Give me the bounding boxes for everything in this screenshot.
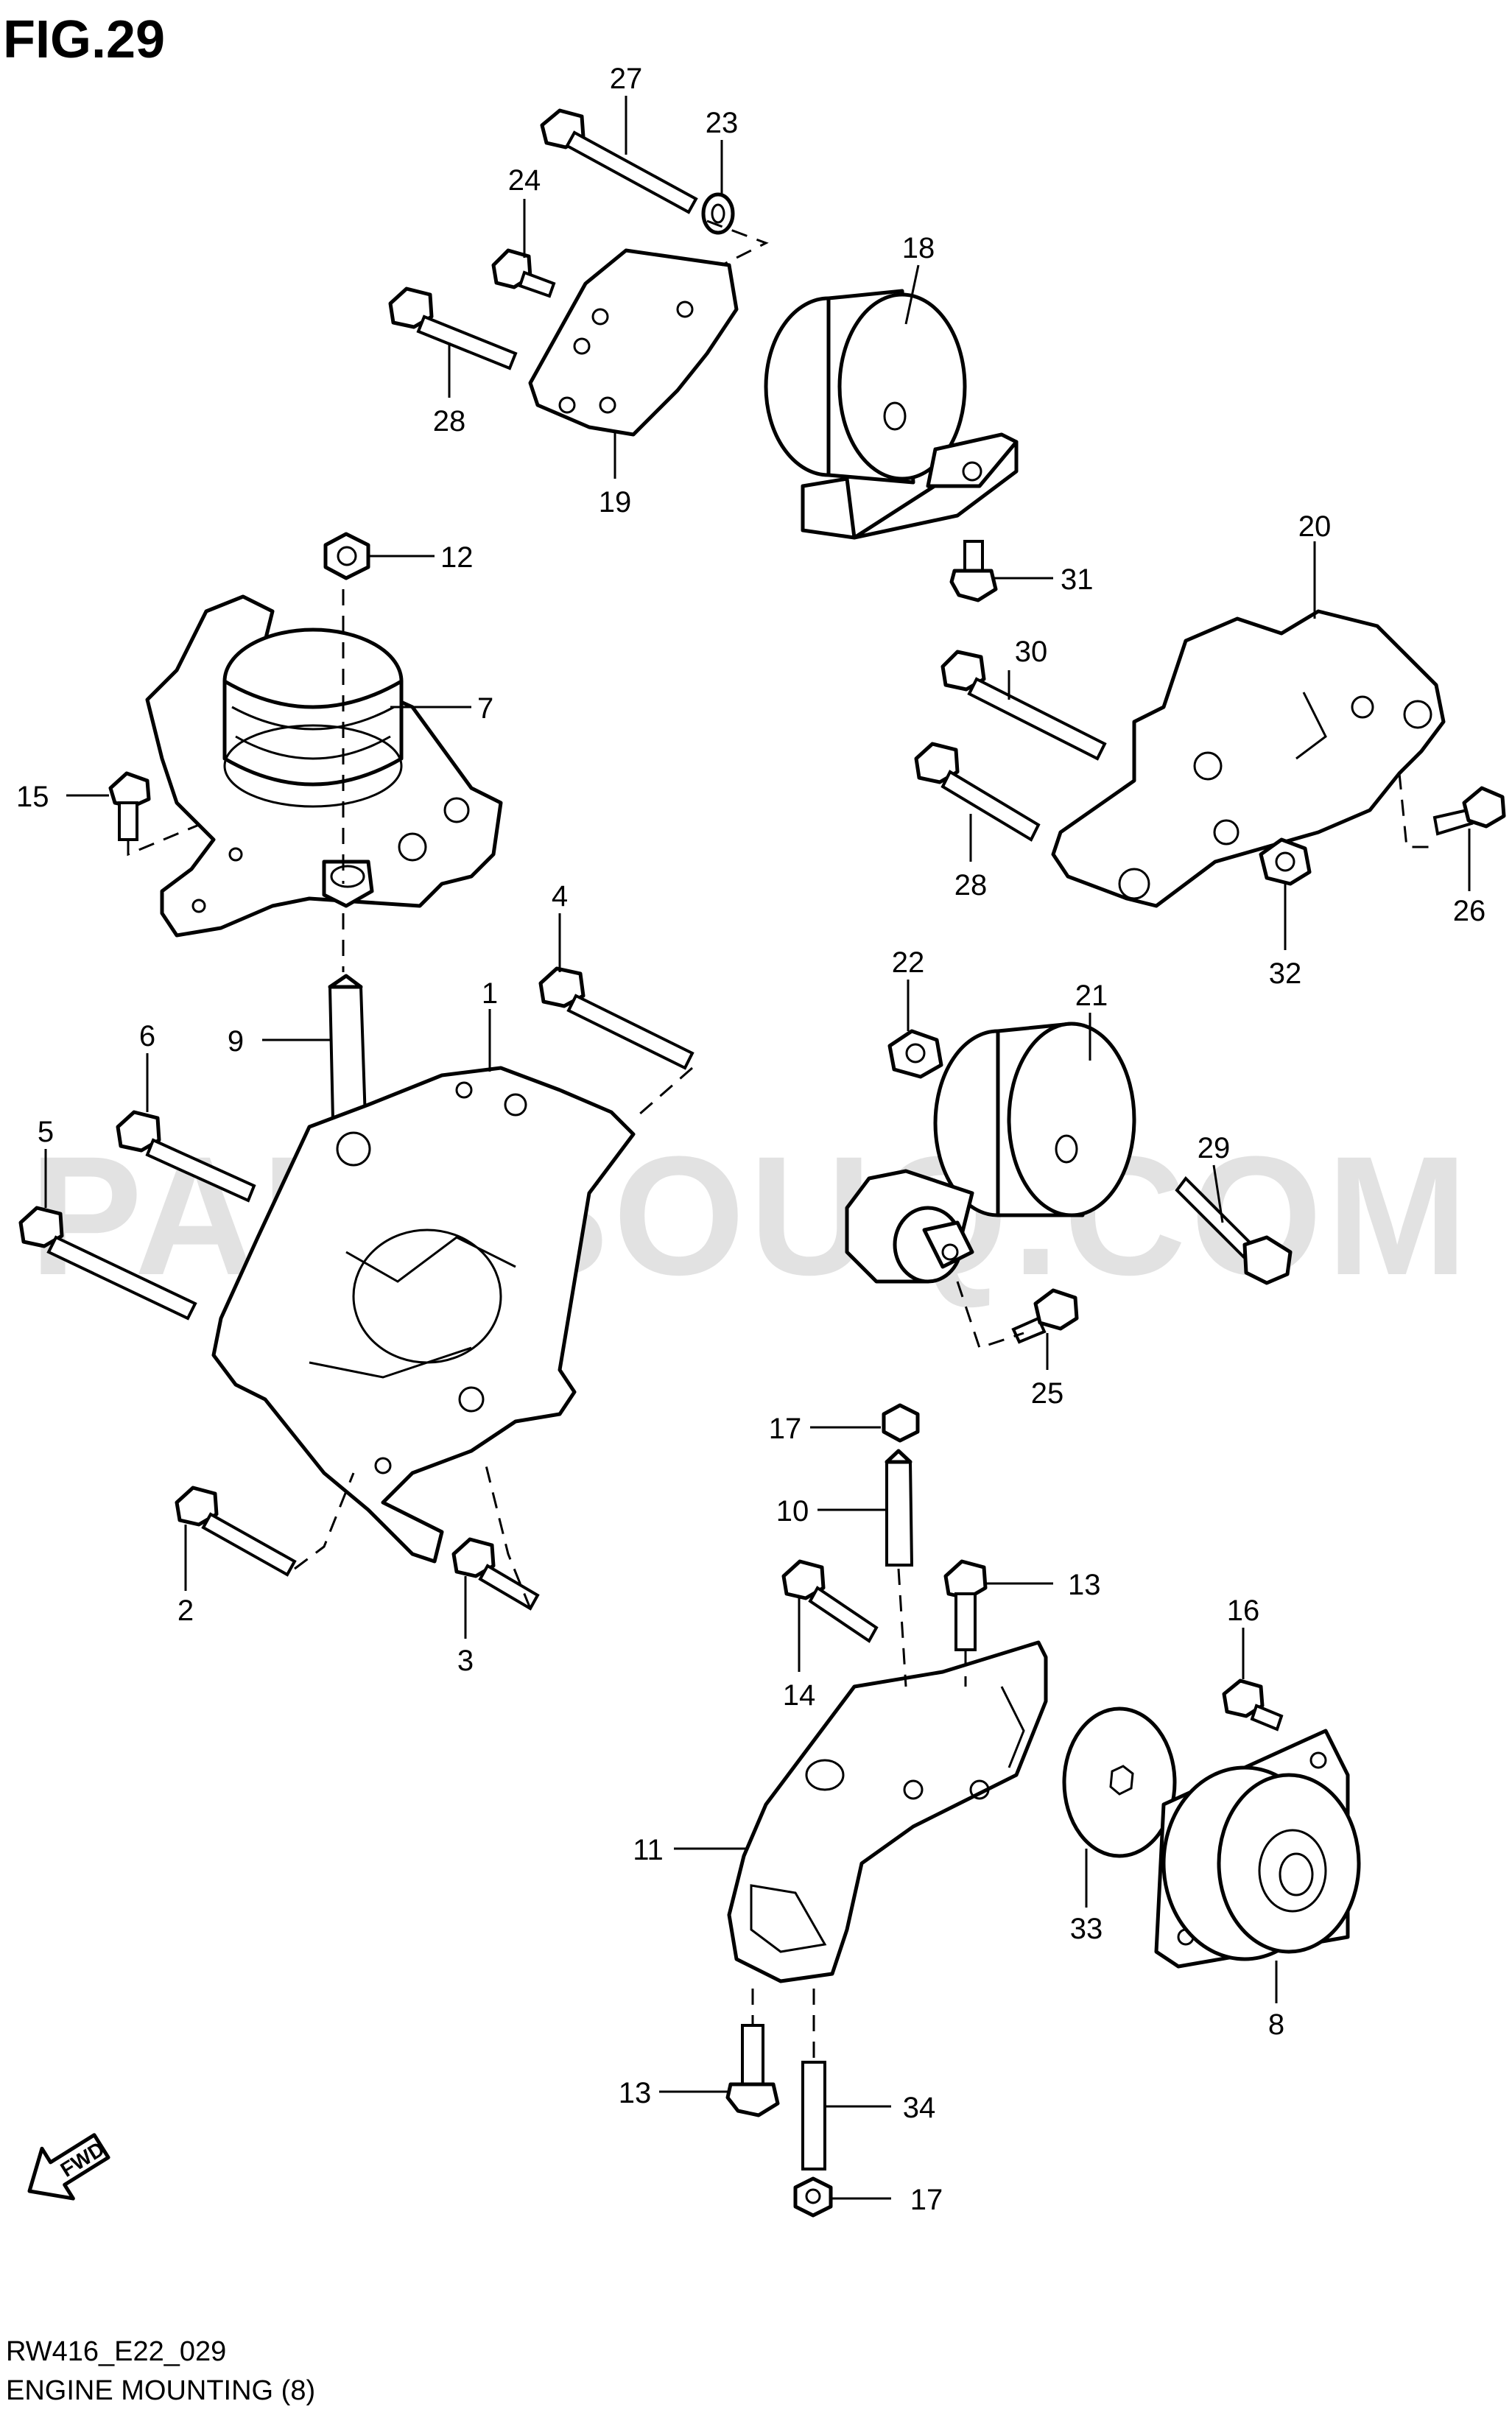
callout-1[interactable]: 1: [482, 977, 498, 1010]
callout-numbers: 27 23 24 18 28 19 12 31 20 7 30 15 28 26…: [16, 63, 1485, 2216]
part-11-bracket[interactable]: [727, 1640, 1048, 1983]
part-21-mount[interactable]: [845, 1022, 1136, 1284]
part-14-bolt[interactable]: [781, 1559, 879, 1643]
callout-3[interactable]: 3: [457, 1645, 474, 1677]
part-19-bracket[interactable]: [528, 248, 739, 437]
part-27-bolt[interactable]: [540, 108, 698, 214]
part-32-nut[interactable]: [1259, 837, 1312, 886]
diagram-code: RW416_E22_029: [6, 2336, 226, 2367]
assembly-lines: [127, 219, 1436, 2062]
callout-19[interactable]: 19: [599, 486, 632, 518]
callout-18[interactable]: 18: [902, 232, 935, 264]
callout-28-middle[interactable]: 28: [954, 869, 988, 901]
part-13-bolt-lower[interactable]: [725, 2024, 780, 2117]
callout-25[interactable]: 25: [1031, 1377, 1064, 1410]
part-24-bolt[interactable]: [491, 248, 556, 298]
part-13-bolt-upper[interactable]: [943, 1559, 988, 1651]
callout-29[interactable]: 29: [1198, 1132, 1231, 1164]
part-28-bolt-upper[interactable]: [388, 287, 518, 370]
part-12-nut[interactable]: [323, 532, 370, 580]
part-15-bolt[interactable]: [108, 771, 151, 841]
part-28-bolt-middle[interactable]: [914, 742, 1041, 842]
callout-21[interactable]: 21: [1075, 980, 1108, 1012]
part-17-nut-upper[interactable]: [882, 1403, 920, 1443]
callout-16[interactable]: 16: [1227, 1595, 1260, 1627]
diagram-caption: ENGINE MOUNTING (8): [6, 2375, 315, 2406]
callout-7[interactable]: 7: [477, 692, 493, 725]
callout-9[interactable]: 9: [228, 1025, 244, 1058]
callout-28-upper[interactable]: 28: [433, 405, 466, 437]
callout-32[interactable]: 32: [1269, 957, 1302, 990]
callout-17-lower[interactable]: 17: [910, 2184, 943, 2216]
part-31-bolt[interactable]: [949, 540, 998, 602]
part-18-mount[interactable]: [764, 289, 1019, 540]
part-30-bolt[interactable]: [940, 650, 1107, 761]
part-34-stud[interactable]: [801, 2061, 826, 2170]
part-29-bolt[interactable]: [1175, 1175, 1293, 1285]
callout-5[interactable]: 5: [38, 1116, 54, 1148]
callout-17-upper[interactable]: 17: [769, 1413, 802, 1445]
part-10-stud[interactable]: [885, 1449, 914, 1567]
part-8-mount[interactable]: [1154, 1729, 1361, 1969]
part-2-bolt[interactable]: [175, 1486, 297, 1577]
callout-4[interactable]: 4: [552, 880, 568, 913]
callout-15[interactable]: 15: [16, 781, 49, 813]
callout-6[interactable]: 6: [139, 1020, 155, 1052]
callout-34[interactable]: 34: [903, 2092, 936, 2124]
part-16-bolt[interactable]: [1222, 1678, 1284, 1732]
callout-20[interactable]: 20: [1298, 510, 1332, 543]
leader-lines: [44, 96, 1471, 2200]
callout-14[interactable]: 14: [783, 1679, 816, 1712]
callout-13-upper[interactable]: 13: [1068, 1569, 1101, 1601]
callout-10[interactable]: 10: [776, 1495, 809, 1528]
part-23-washer[interactable]: [701, 192, 735, 235]
part-20-bracket[interactable]: [1051, 609, 1446, 908]
callout-12[interactable]: 12: [440, 541, 474, 574]
part-33-plate[interactable]: [1062, 1706, 1177, 1858]
callout-30[interactable]: 30: [1015, 636, 1048, 668]
part-4-bolt[interactable]: [538, 966, 695, 1070]
callout-8[interactable]: 8: [1268, 2008, 1284, 2041]
callout-31[interactable]: 31: [1061, 563, 1094, 596]
callout-22[interactable]: 22: [892, 946, 925, 979]
part-22-nut[interactable]: [887, 1029, 943, 1079]
callout-2[interactable]: 2: [177, 1595, 194, 1627]
figure-title: FIG.29: [3, 10, 165, 69]
callout-13-lower[interactable]: 13: [619, 2077, 652, 2109]
callout-33[interactable]: 33: [1070, 1913, 1103, 1945]
callout-24[interactable]: 24: [508, 164, 541, 197]
part-26-bolt[interactable]: [1432, 786, 1506, 836]
callout-11[interactable]: 11: [633, 1834, 664, 1866]
callout-26[interactable]: 26: [1453, 895, 1486, 927]
part-5-bolt[interactable]: [18, 1206, 197, 1321]
callout-23[interactable]: 23: [706, 107, 739, 139]
part-25-bolt[interactable]: [1011, 1288, 1079, 1344]
part-3-bolt[interactable]: [451, 1537, 540, 1611]
part-9-stud[interactable]: [328, 974, 368, 1121]
part-7-mount[interactable]: [145, 594, 503, 938]
callout-27[interactable]: 27: [610, 63, 643, 95]
part-6-bolt[interactable]: [116, 1110, 256, 1203]
fwd-arrow-icon: FWD: [27, 2133, 110, 2201]
part-1-bracket[interactable]: [211, 1066, 636, 1564]
part-17-nut-lower[interactable]: [793, 2176, 833, 2218]
